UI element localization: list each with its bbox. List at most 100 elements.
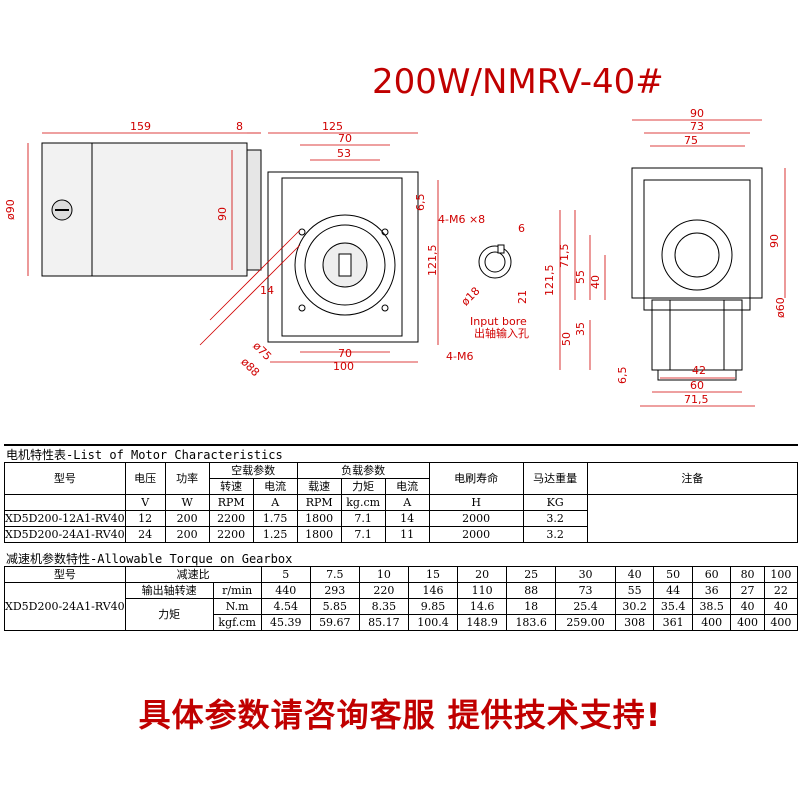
cell: 11 [384, 526, 430, 543]
hdr-weight: 马达重量 [522, 462, 588, 495]
cell: 2000 [428, 526, 524, 543]
dim-125: 125 [322, 120, 343, 133]
kgf-cell: 400 [730, 614, 765, 631]
unit-cell: kg.cm [340, 494, 386, 511]
kgf-cell: 308 [614, 614, 655, 631]
dim-bore-21: 21 [516, 290, 529, 304]
ratio-cell: 15 [407, 566, 459, 583]
ratio-cell: 100 [763, 566, 799, 583]
ratio-cell: 40 [614, 566, 655, 583]
dim-r-71-5: 71,5 [558, 244, 571, 269]
nm-cell: 40 [763, 598, 799, 615]
technical-drawing: 159 8 125 70 53 ø90 90 6,5 4-M6 ×8 121,5… [4, 107, 787, 407]
dim-r-71-5-bottom: 71,5 [684, 393, 709, 406]
cell: 2200 [208, 510, 254, 527]
kgf-cell: 361 [653, 614, 693, 631]
hdr-current: 电流 [252, 478, 298, 495]
nm-cell: 4.54 [260, 598, 311, 615]
cell: 12 [124, 510, 166, 527]
kgf-cell: 400 [763, 614, 799, 631]
unit-cell: RPM [208, 494, 254, 511]
speed-cell: 110 [457, 582, 508, 599]
motor-body [41, 142, 248, 277]
gear-model-cell: XD5D200-24A1-RV40 [4, 582, 126, 631]
dim-r-42: 42 [692, 364, 706, 377]
dim-bore-dia18: ø18 [459, 285, 483, 309]
table-row: XD5D200-24A1-RV40 24 200 2200 1.25 1800 … [4, 526, 798, 543]
nm-unit: N.m [212, 598, 262, 615]
hdr-power: 功率 [164, 462, 210, 495]
speed-cell: 36 [691, 582, 732, 599]
cell: 200 [164, 526, 210, 543]
gearbox-torque-table: 型号 减速比 5 7.5 10 15 20 25 30 40 50 60 80 … [4, 566, 799, 631]
speed-cell: 440 [260, 582, 311, 599]
hdr-gear-model: 型号 [4, 566, 126, 583]
speed-cell: 146 [407, 582, 459, 599]
speed-cell: 27 [730, 582, 765, 599]
hdr-voltage: 电压 [124, 462, 166, 495]
dim-r-55: 55 [574, 270, 587, 284]
cell: XD5D200-12A1-RV40 [4, 510, 126, 527]
speed-cell: 220 [358, 582, 409, 599]
footer-notice: 具体参数请咨询客服 提供技术支持! [138, 696, 662, 734]
nm-cell: 5.85 [309, 598, 360, 615]
divider-top [4, 444, 798, 446]
motor-flange [246, 149, 262, 271]
dim-r-6-5: 6,5 [616, 367, 629, 385]
hdr-load-current: 电流 [384, 478, 430, 495]
cell: 2200 [208, 526, 254, 543]
nm-cell: 25.4 [555, 598, 616, 615]
cell: XD5D200-24A1-RV40 [4, 526, 126, 543]
dim-r-50: 50 [560, 332, 573, 346]
nm-cell: 9.85 [407, 598, 459, 615]
hdr-load: 负载参数 [296, 462, 430, 479]
nm-cell: 38.5 [691, 598, 732, 615]
dim-r-90-side: 90 [768, 234, 781, 248]
input-bore-label-cn: 出轴输入孔 [474, 326, 529, 340]
speed-cell: 22 [763, 582, 799, 599]
motor-characteristics-table: 型号 电压 功率 空载参数 负载参数 电刷寿命 马达重量 注备 转速 电流 载速… [4, 462, 799, 543]
kgf-cell: 183.6 [506, 614, 557, 631]
cell: 1.25 [252, 526, 298, 543]
ratio-cell: 20 [457, 566, 508, 583]
cell: 24 [124, 526, 166, 543]
cell: 200 [164, 510, 210, 527]
dim-100: 100 [333, 360, 354, 373]
speed-cell: 88 [506, 582, 557, 599]
speed-cell: 44 [653, 582, 693, 599]
hdr-speed: 转速 [208, 478, 254, 495]
cell: 7.1 [340, 526, 386, 543]
unit-cell: KG [522, 494, 588, 511]
hdr-note: 注备 [586, 462, 799, 495]
speed-cell: 293 [309, 582, 360, 599]
dim-r-75: 75 [684, 134, 698, 147]
hdr-life: 电刷寿命 [428, 462, 524, 495]
cell: 1800 [296, 510, 342, 527]
cell: 2000 [428, 510, 524, 527]
input-bore-label: Input bore [470, 315, 527, 328]
page-title: 200W/NMRV-40# [372, 62, 664, 102]
dim-r-60: 60 [690, 379, 704, 392]
cell: 1800 [296, 526, 342, 543]
dim-90: 90 [216, 207, 229, 221]
dim-159: 159 [130, 120, 151, 133]
dim-bore-6: 6 [518, 222, 525, 235]
cell: 7.1 [340, 510, 386, 527]
hdr-torque: 力矩 [340, 478, 386, 495]
dim-14: 14 [260, 284, 274, 297]
dim-dia90: ø90 [4, 199, 17, 220]
torque-label: 力矩 [124, 598, 214, 631]
dim-dia75: ø75 [250, 339, 274, 363]
speed-unit: r/min [212, 582, 262, 599]
ratio-cell: 50 [653, 566, 693, 583]
dim-8: 8 [236, 120, 243, 133]
hdr-load-speed: 载速 [296, 478, 342, 495]
dim-r-121-5: 121,5 [543, 265, 556, 297]
cell: 3.2 [522, 526, 588, 543]
ratio-cell: 25 [506, 566, 557, 583]
unit-cell: H [428, 494, 524, 511]
gearbox-body [267, 171, 419, 343]
gearbox-flange [294, 214, 396, 316]
speed-cell: 73 [555, 582, 616, 599]
nm-cell: 30.2 [614, 598, 655, 615]
